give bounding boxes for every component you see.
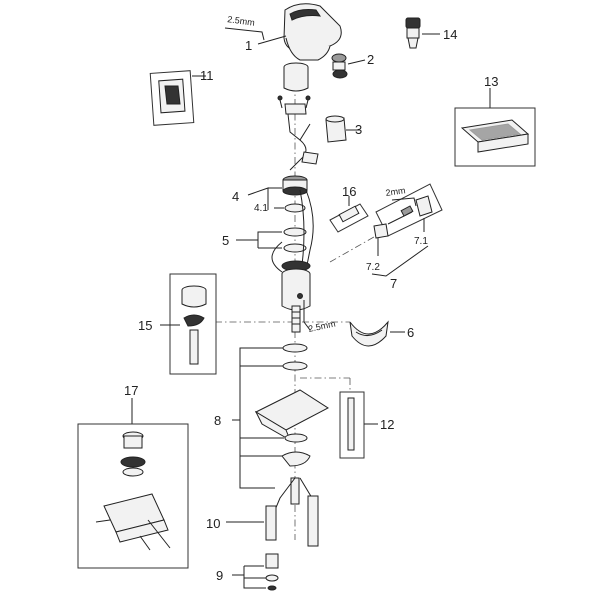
callout-4-1: 4.1 [254, 203, 268, 214]
callout-16: 16 [342, 184, 356, 199]
service-box [454, 107, 536, 167]
fixing-screws [277, 95, 311, 109]
callout-7-1: 7.1 [414, 236, 428, 247]
faucet-main-body [281, 260, 311, 311]
callout-3: 3 [355, 122, 362, 137]
callout-8: 8 [214, 413, 221, 428]
allen-key-size-lever: 2mm [385, 185, 406, 198]
callout-4: 4 [232, 189, 239, 204]
callout-9: 9 [216, 568, 223, 583]
lever-cover-part [349, 320, 389, 347]
aerator-part [331, 53, 348, 79]
allen-key-top: 2.5mm [224, 14, 265, 41]
supply-hoses [265, 477, 319, 547]
callout-17: 17 [124, 383, 138, 398]
allen-key-size-body: 2.5mm [307, 318, 336, 334]
mounting-bracket [284, 103, 311, 141]
threaded-stud [291, 305, 301, 333]
callout-12: 12 [380, 417, 394, 432]
callout-14: 14 [443, 27, 457, 42]
allen-key-size-top: 2.5mm [227, 14, 256, 28]
allen-key-lever: 2mm [385, 185, 417, 207]
callout-15: 15 [138, 318, 152, 333]
lever-assembly-box [373, 183, 443, 239]
callout-11: 11 [200, 68, 214, 83]
electronic-cartridge [282, 139, 319, 196]
fittings-set-9 [265, 553, 279, 591]
threaded-rod-part [339, 391, 365, 459]
bracket-clip-part [325, 115, 347, 143]
cap-cylinder [283, 62, 309, 92]
aerator-detail-part [405, 17, 421, 49]
callout-6: 6 [407, 325, 414, 340]
callout-10: 10 [206, 516, 220, 531]
callout-1: 1 [245, 38, 252, 53]
callout-2: 2 [367, 52, 374, 67]
cable-connector-part [329, 203, 369, 233]
mounting-kit-box [77, 423, 189, 569]
callout-7-2: 7.2 [366, 262, 380, 273]
o-ring-4-1 [284, 203, 306, 213]
instruction-label-box [149, 70, 195, 126]
callout-5: 5 [222, 233, 229, 248]
spout-top-body [283, 3, 342, 61]
o-ring-set-5 [271, 227, 307, 273]
cartridge-detail-box [169, 273, 217, 375]
callout-7: 7 [390, 276, 397, 291]
callout-13: 13 [484, 74, 498, 89]
mounting-set-8 [254, 343, 329, 467]
